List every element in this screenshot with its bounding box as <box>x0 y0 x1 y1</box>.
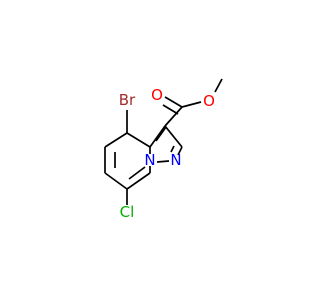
atom-labels: Br Cl O O N N <box>119 86 215 221</box>
bond-c2-n1-inner <box>170 145 175 153</box>
bond-c3a-c3-inner <box>155 126 167 142</box>
bond-c4-c4a <box>104 132 128 148</box>
bridgehead-nitrogen-atom-label: N <box>144 151 155 169</box>
ester-oxygen-atom-label: O <box>203 92 215 110</box>
bond-c6-c7-inner <box>128 166 146 180</box>
bond-c3a-c4 <box>126 132 151 148</box>
bond-lines <box>104 78 223 205</box>
chlorine-atom-label: Cl <box>120 203 135 221</box>
bond-c5-c6 <box>104 172 128 190</box>
bond-carbonyl-double <box>164 96 183 108</box>
bond-c6-c7 <box>126 172 151 190</box>
bond-c2-n1 <box>177 146 183 156</box>
bond-carbonyl-double-inner <box>162 104 179 115</box>
pyrazole-nitrogen-atom-label: N <box>170 151 181 169</box>
molecule-structure-diagram: Br Cl O O N N <box>104 78 223 221</box>
bond-c3-carboxyl <box>164 106 183 127</box>
bond-carboxyl-ester-o <box>181 101 202 108</box>
carbonyl-oxygen-atom-label: O <box>151 86 163 104</box>
bond-c3a-c3 <box>149 125 166 148</box>
bond-c3-c2 <box>164 125 183 148</box>
bromine-atom-label: Br <box>119 91 136 109</box>
bond-ester-o-methyl <box>214 78 223 93</box>
bond-n1-n7a <box>156 160 170 163</box>
